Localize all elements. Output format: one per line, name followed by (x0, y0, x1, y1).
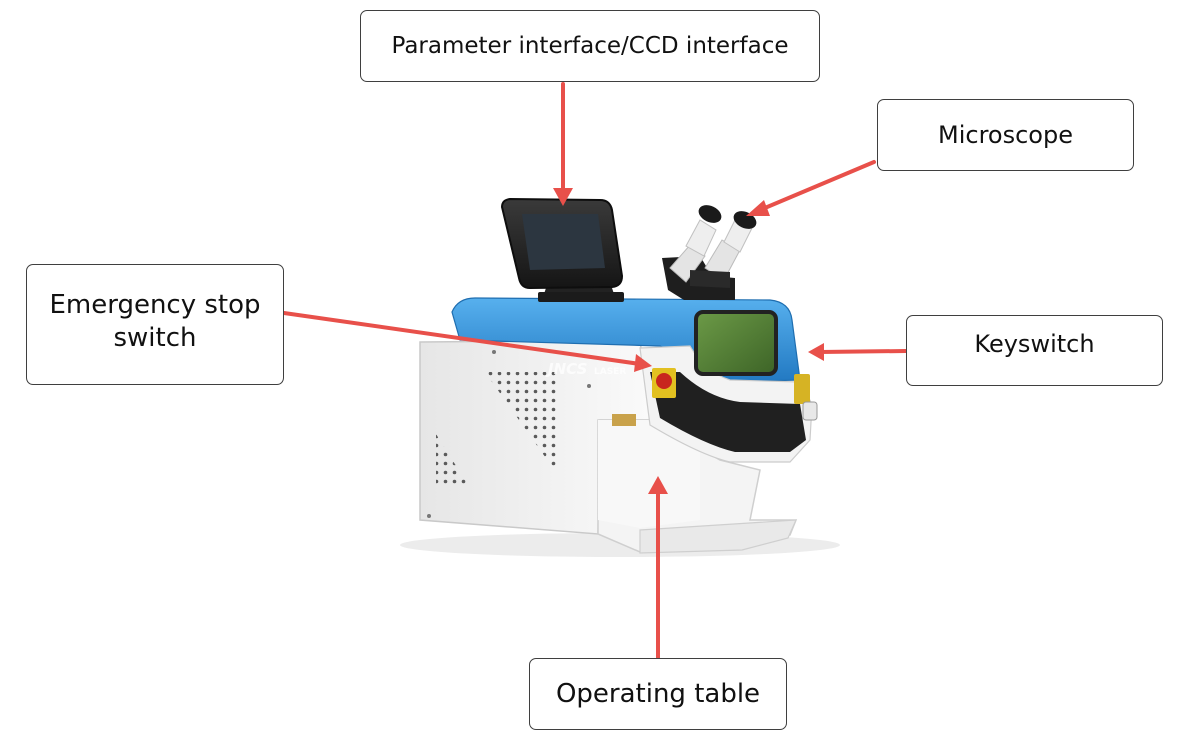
brand-logo-suffix: LASER (594, 367, 626, 377)
parameter-monitor (500, 197, 624, 302)
label-operating-table: Operating table (529, 658, 787, 730)
arrow-microscope (758, 160, 876, 212)
callout-arrows (282, 82, 908, 660)
arrow-emergency-stop (282, 311, 642, 366)
label-parameter-interface: Parameter interface/CCD interface (360, 10, 820, 82)
microscope (662, 205, 757, 300)
arrow-keyswitch (818, 349, 908, 354)
label-emergency-stop-switch: Emergency stop switch (26, 264, 284, 385)
label-microscope: Microscope (877, 99, 1134, 171)
machine-front-panel (650, 372, 806, 452)
viewing-window (694, 310, 778, 376)
keyswitch-knob (794, 374, 810, 404)
brand-logo: JNCS (545, 360, 587, 378)
operating-table-shelf (639, 519, 797, 554)
welding-machine: JNCS LASER (400, 197, 840, 557)
label-keyswitch: Keyswitch (906, 315, 1163, 386)
